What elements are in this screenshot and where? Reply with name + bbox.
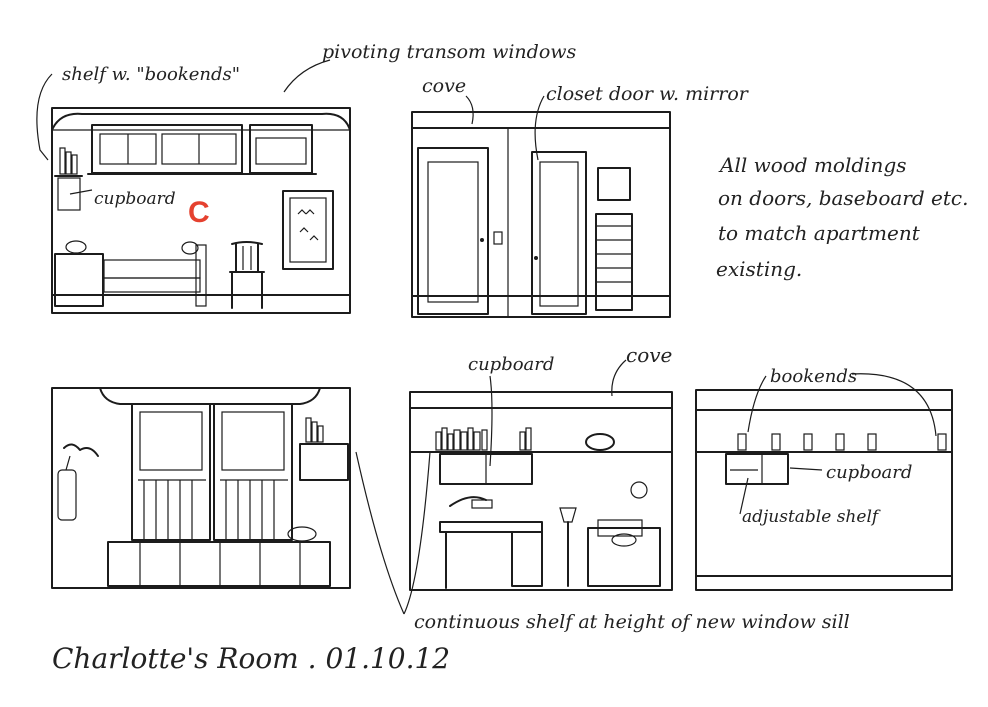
label-cove-top: cove <box>422 75 466 97</box>
cupboard-with-shelf <box>725 453 789 485</box>
label-transom-windows: pivoting transom windows <box>322 41 577 63</box>
small-frame <box>597 167 631 201</box>
label-cove-mid: cove <box>626 343 672 367</box>
window-right <box>213 403 293 541</box>
note-line-3: to match apartment <box>718 221 921 245</box>
round-mirror <box>630 481 648 499</box>
entry-door <box>417 147 489 315</box>
label-cupboard-mid: cupboard <box>468 354 554 375</box>
armchair <box>587 519 661 587</box>
label-cupboard-left: cupboard <box>94 189 176 209</box>
wall-letter-c: C <box>188 196 210 229</box>
book-row <box>435 427 532 451</box>
closet-door-mirror <box>531 151 587 315</box>
note-line-4: existing. <box>716 257 802 281</box>
floor-lamp <box>559 507 577 587</box>
chair <box>229 241 265 309</box>
drawing-title: Charlotte's Room . 01.10.12 <box>52 642 450 675</box>
label-continuous-shelf: continuous shelf at height of new window… <box>414 611 850 633</box>
note-line-2: on doors, baseboard etc. <box>718 186 968 210</box>
wall-cupboards <box>439 453 533 485</box>
label-adjustable-shelf: adjustable shelf <box>742 507 881 527</box>
elevation-bed-wall: C <box>51 107 351 314</box>
transom-windows <box>87 124 317 175</box>
note-line-1: All wood moldings <box>718 153 907 177</box>
window-left <box>131 403 211 541</box>
window-seat <box>107 526 331 587</box>
elevation-window-wall <box>51 387 351 589</box>
bowl <box>585 433 615 451</box>
study-desk <box>439 496 543 589</box>
leader-arrows <box>36 59 937 615</box>
elevation-bookends-wall <box>695 389 953 591</box>
label-bookends: bookends <box>770 366 857 387</box>
label-cupboard-right: cupboard <box>826 462 912 483</box>
bed <box>103 241 207 307</box>
hanging-bag <box>57 443 99 521</box>
framed-bird-art <box>282 190 334 270</box>
elevation-desk-wall <box>409 391 673 591</box>
annotation-labels: shelf w. "bookends" pivoting transom win… <box>52 41 968 675</box>
label-shelf-bookends: shelf w. "bookends" <box>62 64 240 85</box>
corner-shelf <box>299 417 349 481</box>
elevation-closet-wall <box>411 111 671 318</box>
label-closet-door: closet door w. mirror <box>546 83 750 105</box>
light-switch <box>493 231 503 245</box>
bookends-row <box>737 433 947 451</box>
wood-desk <box>54 240 104 307</box>
shelf-with-bookends <box>54 147 83 211</box>
